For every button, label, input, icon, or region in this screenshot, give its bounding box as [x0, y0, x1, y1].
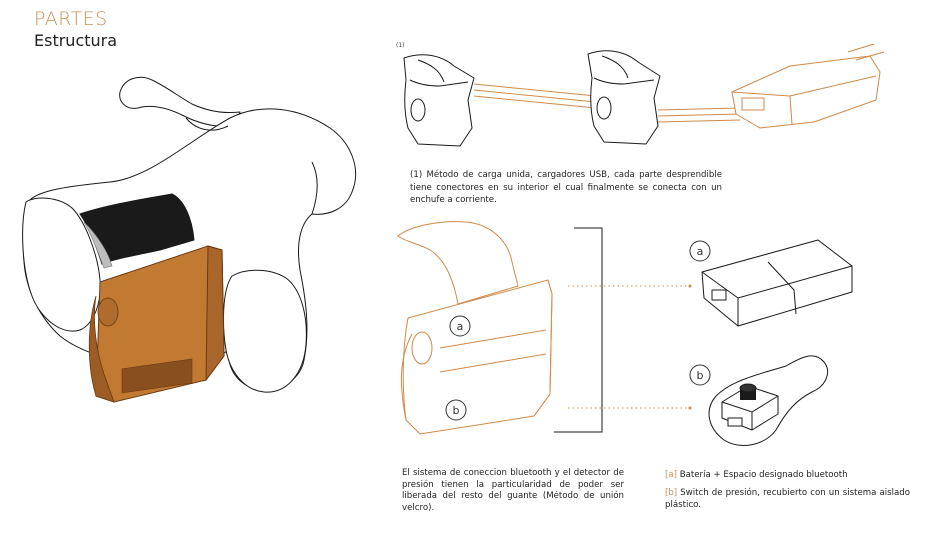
marker-a-label: a: [457, 320, 464, 333]
module-flap: [398, 222, 518, 304]
module-exploded: a b: [398, 222, 692, 434]
legend-b-tag: [b]: [665, 488, 677, 498]
charge-module-2: [588, 51, 660, 144]
legend-a-text: Batería + Espacio designado bluetooth: [677, 470, 848, 480]
caption-bluetooth: El sistema de coneccion bluetooth y el d…: [402, 468, 624, 514]
legend-a-tag: [a]: [665, 470, 677, 480]
switch-marker-label: b: [697, 369, 704, 382]
legend-b-text: Switch de presión, recubierto con un sis…: [665, 488, 910, 510]
pressure-switch: b: [690, 356, 828, 446]
bracket: [554, 228, 602, 432]
glove-finger: [224, 270, 307, 392]
charging-chain: [404, 44, 884, 146]
glove-thumb: [120, 77, 240, 126]
marker-b-label: b: [453, 404, 460, 417]
battery-box: a: [690, 240, 852, 326]
battery-marker-label: a: [697, 245, 704, 258]
glove-illustration: [23, 77, 356, 402]
legend-item-a: [a] Batería + Espacio designado bluetoot…: [665, 469, 910, 481]
legend-item-b: [b] Switch de presión, recubierto con un…: [665, 487, 910, 511]
caption-charging: (1) Método de carga unida, cargadores US…: [410, 169, 722, 207]
